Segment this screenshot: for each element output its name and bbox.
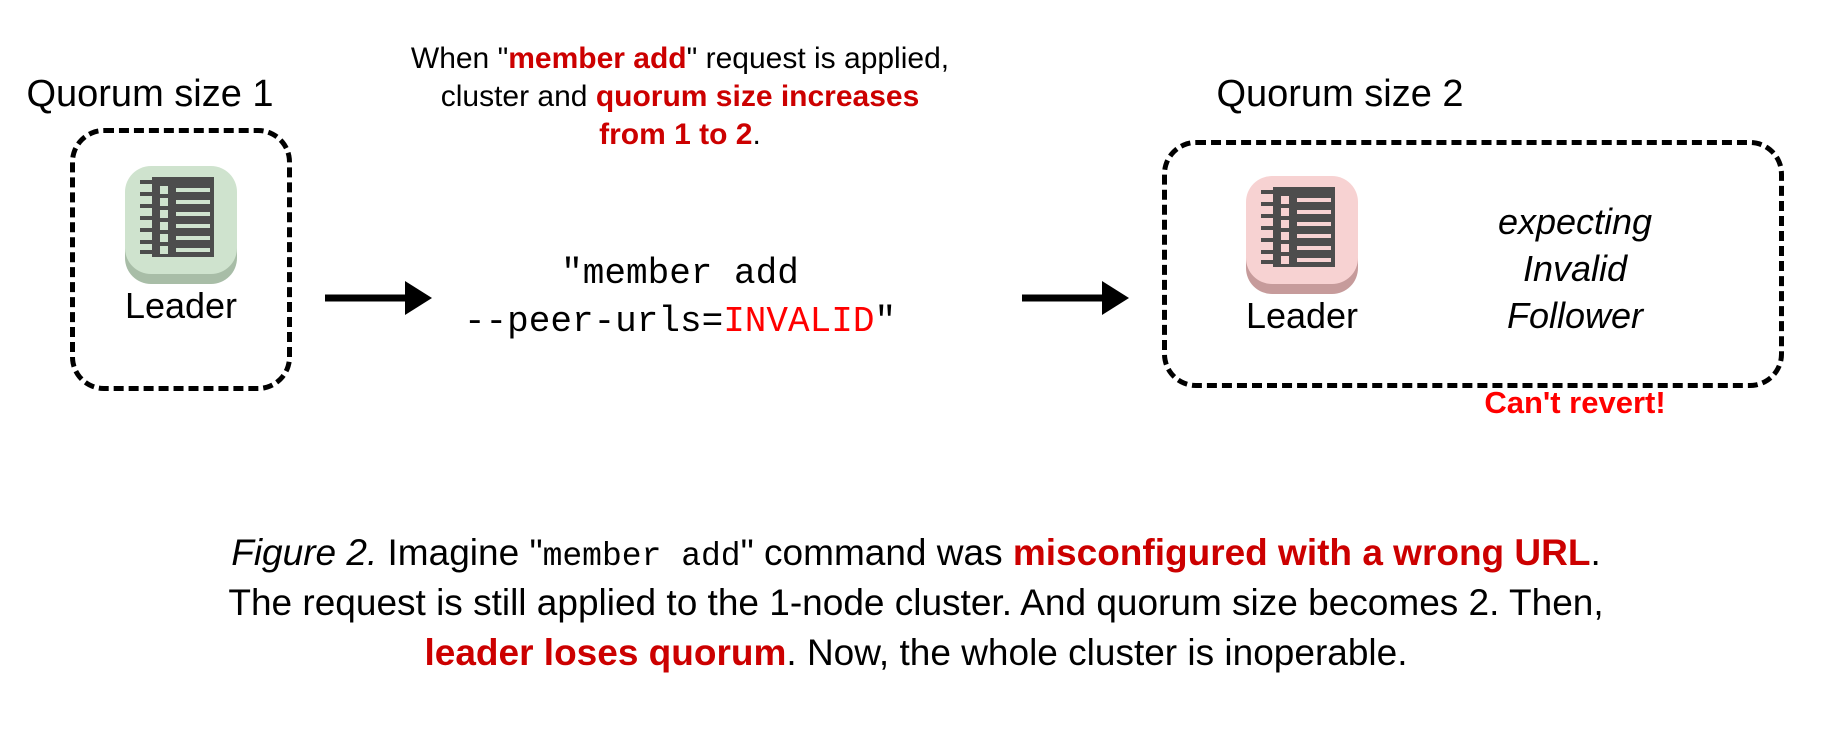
caption-figure-label: Figure 2. — [231, 532, 378, 573]
top-annotation-line-2: cluster and quorum size increases — [370, 78, 990, 116]
arrow-command-to-right — [1022, 278, 1132, 318]
right-leader-node: Leader — [1243, 168, 1361, 336]
note-l2-highlight: quorum size increases — [595, 80, 920, 113]
figure-caption-line-2: The request is still applied to the 1-no… — [228, 582, 1604, 623]
icon-book-body — [152, 177, 214, 257]
command-line-1: "member add — [561, 253, 799, 294]
top-annotation-line-3: from 1 to 2. — [370, 116, 990, 154]
note-l3-highlight: from 1 to 2 — [599, 118, 753, 151]
note-l3-suffix: . — [752, 118, 761, 151]
left-leader-node: Leader — [122, 158, 240, 326]
arrow-shaft — [1022, 294, 1106, 302]
expecting-follower-note: expecting Invalid Follower — [1415, 198, 1735, 339]
arrow-head — [405, 281, 432, 315]
top-annotation: When "member add" request is applied, cl… — [370, 40, 990, 154]
command-invalid-value: INVALID — [723, 301, 875, 342]
command-line-2: --peer-urls=INVALID" — [450, 298, 910, 346]
left-node-label: Leader — [124, 285, 238, 326]
server-ledger-icon — [1243, 168, 1361, 294]
expect-line-2: Invalid — [1522, 248, 1628, 289]
caption-l1-text-a: Imagine " — [377, 532, 543, 573]
arrow-left-to-command — [325, 278, 435, 318]
left-cluster-box — [70, 128, 292, 391]
arrow-shaft — [325, 294, 409, 302]
right-cluster-title: Quorum size 2 — [1216, 73, 1464, 115]
caption-l1-mono: member add — [542, 538, 741, 575]
caption-l3-text: . Now, the whole cluster is inoperable. — [786, 632, 1408, 673]
command-text: "member add --peer-urls=INVALID" — [450, 250, 910, 346]
left-cluster-title: Quorum size 1 — [26, 73, 274, 115]
icon-book-body — [1273, 187, 1335, 267]
right-node-label: Leader — [1245, 295, 1359, 336]
expect-line-3: Follower — [1506, 295, 1644, 336]
caption-l1-highlight: misconfigured with a wrong URL — [1012, 532, 1591, 573]
caption-l3-highlight: leader loses quorum — [424, 632, 787, 673]
caption-l1-period: . — [1590, 532, 1601, 573]
note-l1-highlight: member add — [508, 42, 687, 75]
command-quote-close: " — [874, 301, 897, 342]
caption-l1-text-b: " command was — [740, 532, 1013, 573]
expect-line-1: expecting — [1497, 201, 1653, 242]
note-l1-suffix: " request is applied, — [686, 42, 950, 75]
command-flag: --peer-urls= — [463, 301, 724, 342]
right-cluster-box — [1162, 140, 1784, 388]
server-ledger-icon — [122, 158, 240, 284]
figure-caption-line-3: leader loses quorum. Now, the whole clus… — [0, 628, 1832, 678]
note-l1-prefix: When " — [410, 42, 509, 75]
figure-caption-line-1: Figure 2. Imagine "member add" command w… — [0, 528, 1832, 582]
arrow-head — [1102, 281, 1129, 315]
icon-binding-rings — [140, 180, 156, 254]
icon-binding-rings — [1261, 190, 1277, 264]
top-annotation-line-1: When "member add" request is applied, — [370, 40, 990, 78]
note-l2-prefix: cluster and — [440, 80, 596, 113]
cant-revert-warning: Can't revert! — [1484, 385, 1666, 420]
